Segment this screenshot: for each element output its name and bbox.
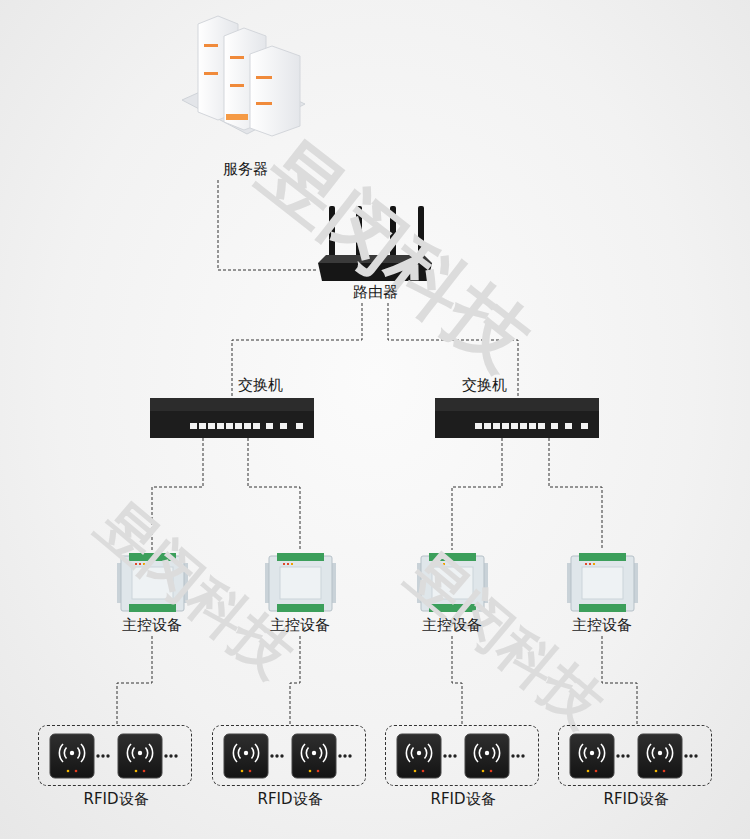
- node-label: 主控设备: [122, 616, 182, 634]
- dashed-connector: [452, 438, 502, 550]
- controller-device: 主控设备: [412, 550, 492, 636]
- rfid-group-box: RFID设备: [38, 725, 192, 786]
- node-label: 主控设备: [422, 616, 482, 634]
- dashed-connector: [117, 636, 152, 725]
- node-label: 交换机: [462, 376, 507, 394]
- server-icon: 服务器: [180, 15, 310, 180]
- switch-icon: 交换机: [435, 398, 599, 438]
- node-label: 服务器: [223, 160, 268, 178]
- dashed-connector: [248, 438, 300, 550]
- node-label: RFID设备: [430, 790, 495, 808]
- switch-icon: 交换机: [150, 398, 314, 438]
- controller-device: 主控设备: [562, 550, 642, 636]
- rfid-group-box: RFID设备: [558, 725, 712, 786]
- controller-device: 主控设备: [260, 550, 340, 636]
- node-label: RFID设备: [257, 790, 322, 808]
- watermark-text: 昱闵科技: [240, 118, 551, 393]
- rfid-group-box: RFID设备: [212, 725, 366, 786]
- node-label: 路由器: [353, 283, 398, 301]
- dashed-connector: [549, 438, 602, 550]
- node-label: RFID设备: [83, 790, 148, 808]
- router-icon: 路由器: [318, 205, 432, 303]
- dashed-connector: [232, 303, 362, 398]
- node-label: 主控设备: [270, 616, 330, 634]
- node-label: RFID设备: [603, 790, 668, 808]
- node-label: 主控设备: [572, 616, 632, 634]
- rfid-group-box: RFID设备: [385, 725, 539, 786]
- node-label: 交换机: [238, 376, 283, 394]
- controller-device: 主控设备: [112, 550, 192, 636]
